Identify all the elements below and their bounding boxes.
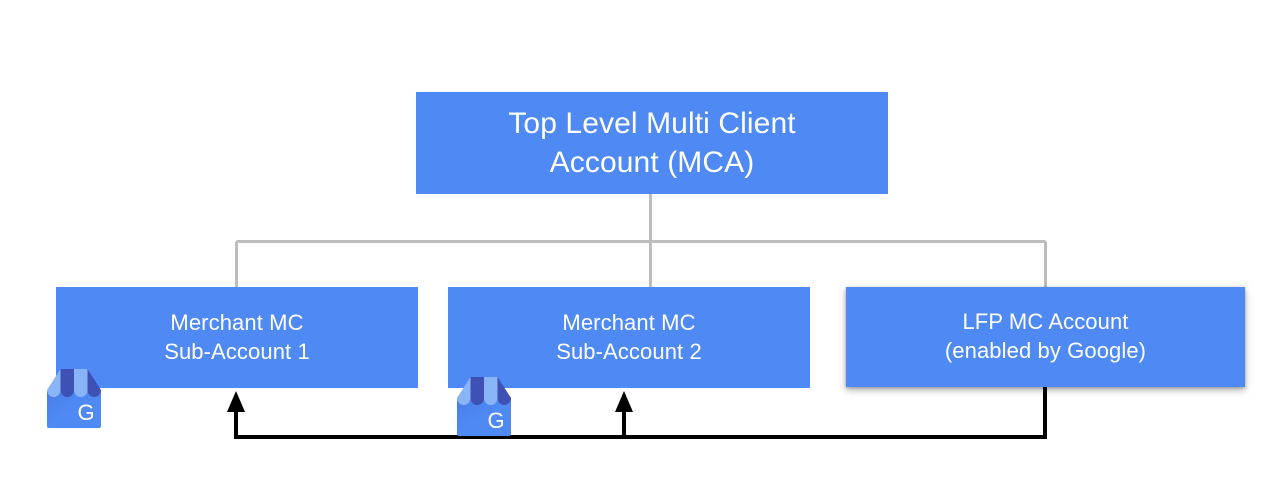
gmb-awning-scallops xyxy=(47,390,101,397)
feedback-arrowheads xyxy=(227,391,633,412)
node-merchant-mc-sub-account-1[interactable]: Merchant MC Sub-Account 1 xyxy=(56,287,418,388)
arrowhead-to-sub2 xyxy=(615,391,633,412)
google-my-business-storefront-icon: G xyxy=(47,369,101,428)
node-top-level-mca[interactable]: Top Level Multi Client Account (MCA) xyxy=(416,92,888,194)
gmb-letter-g: G xyxy=(77,400,94,425)
gmb-awning-panel-4 xyxy=(87,369,101,390)
gmb-awning-panel-1 xyxy=(47,369,61,390)
hierarchy-connectors xyxy=(235,194,1047,288)
gmb-awning-panel-1 xyxy=(457,377,471,398)
gmb-awning-panel-3 xyxy=(74,369,88,390)
gmb-awning-panel-2 xyxy=(470,377,484,398)
gmb-body-shade xyxy=(457,398,511,436)
arrowhead-to-sub1 xyxy=(227,391,245,412)
gmb-awning-scallops xyxy=(457,398,511,405)
node-merchant-mc-sub-account-1-label: Merchant MC Sub-Account 1 xyxy=(164,309,310,364)
gmb-body-shade xyxy=(47,390,101,428)
node-top-level-mca-label: Top Level Multi Client Account (MCA) xyxy=(508,107,796,179)
node-lfp-mc-account-label: LFP MC Account (enabled by Google) xyxy=(944,309,1147,363)
feedback-connectors xyxy=(234,387,1047,439)
gmb-awning-panel-2 xyxy=(60,369,74,390)
gmb-letter-g: G xyxy=(487,408,504,433)
gmb-awning-panel-4 xyxy=(497,377,511,398)
gmb-awning-panel-3 xyxy=(484,377,498,398)
node-merchant-mc-sub-account-2[interactable]: Merchant MC Sub-Account 2 xyxy=(448,287,810,388)
node-merchant-mc-sub-account-2-label: Merchant MC Sub-Account 2 xyxy=(556,309,702,364)
google-my-business-storefront-icon: G xyxy=(457,377,511,436)
node-lfp-mc-account[interactable]: LFP MC Account (enabled by Google) xyxy=(846,287,1245,387)
